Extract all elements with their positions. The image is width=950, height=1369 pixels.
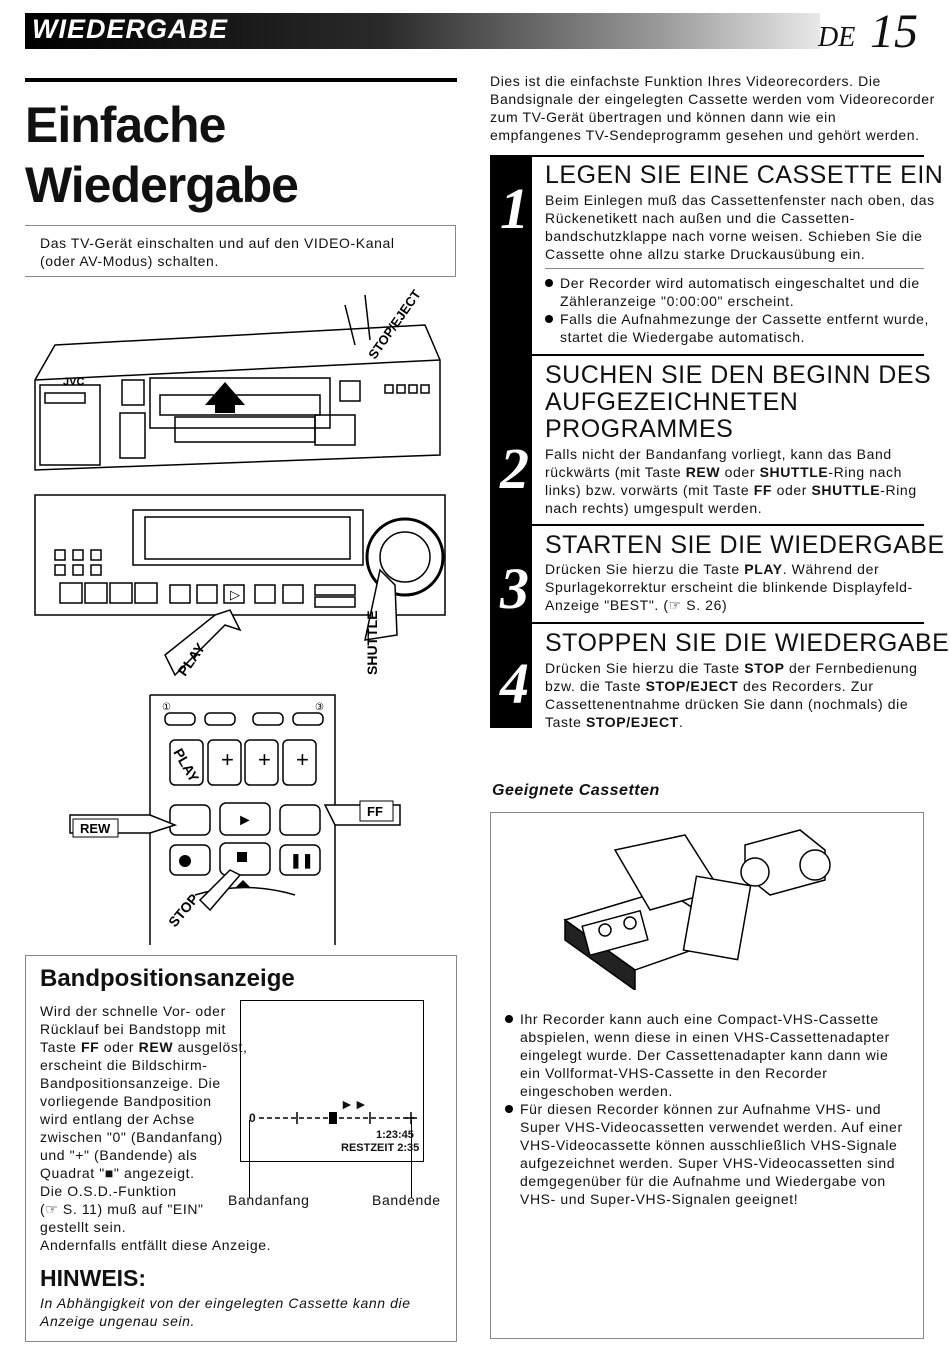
note-box: Das TV-Gerät einschalten und auf den VID… [25,225,456,277]
step1-body: Beim Einlegen muß das Cassettenfenster n… [545,192,935,262]
step-number-1: 1 [500,176,529,241]
play-symbol-icon: ▷ [230,587,240,602]
record-dot-icon [179,855,191,867]
cassettes-bullets: Ihr Recorder kann auch eine Compact-VHS-… [505,1010,903,1208]
vcr-front-panel [34,294,441,471]
svg-text:❚❚: ❚❚ [290,852,313,869]
label-rew: REW [80,821,111,836]
language-code: DE [818,22,856,53]
step4-heading: STOPPEN SIE DIE WIEDERGABE [545,629,950,657]
step3-body: Drücken Sie hierzu die Taste PLAY. Währe… [545,561,913,613]
tape-position-axis [259,1112,417,1124]
band-position-box [25,955,457,1342]
label-stop: STOP [165,891,202,930]
label-bandende: Bandende [372,1192,441,1208]
cassettes-box [490,812,924,1339]
hand-play-icon [164,609,242,677]
step-number-3: 3 [500,556,529,621]
label-ff: FF [367,804,383,819]
insert-arrow-icon [205,382,245,405]
svg-text:③: ③ [315,702,324,713]
intro-text: Dies ist die einfachste Funktion Ihres V… [490,73,935,143]
remote-control [149,694,336,945]
title-rule [25,78,457,82]
page-number: 15 [870,5,918,58]
step3-heading: STARTEN SIE DIE WIEDERGABE [545,531,945,559]
label-bandanfang: Bandanfang [228,1192,310,1208]
step-number-4: 4 [500,651,529,716]
cassette-bullet-svhs: Für diesen Recorder können zur Aufnahme … [505,1100,903,1208]
tape-position-marker [329,1112,337,1124]
osd-screen [240,1000,424,1162]
svg-text:+: + [258,747,271,772]
section-title: WIEDERGABE [32,14,229,44]
step-number-column [490,155,532,728]
page-title: Einfache Wiedergabe [25,97,299,213]
cassette-adapter-illustration [563,829,831,990]
vcr-illustration: JVC STOP/EJECT ▷ PLAY SHUTTLE [34,287,446,945]
brand-logo: JVC [63,376,84,388]
band-text: Wird der schnelle Vor- oder Rücklauf bei… [40,1003,272,1253]
label-shuttle: SHUTTLE [364,610,380,675]
osd-time: 1:23:45 [376,1129,414,1141]
step1-heading: LEGEN SIE EINE CASSETTE EIN [545,161,944,189]
osd-remaining: RESTZEIT 2:35 [341,1142,420,1154]
band-heading: Bandpositionsanzeige [40,965,295,992]
hinweis-text: In Abhängigkeit von der eingelegten Cass… [40,1295,411,1329]
hinweis-title: HINWEIS: [40,1265,147,1291]
header-bar [25,13,820,49]
step-number-2: 2 [500,436,529,501]
remote-stop-icon [237,852,247,862]
hand-stop-icon [198,869,242,912]
step1-bullets: Der Recorder wird automatisch eingeschal… [545,274,929,346]
step4-body: Drücken Sie hierzu die Taste STOP der Fe… [545,660,918,730]
svg-text:+: + [221,747,234,772]
svg-text:+: + [296,747,309,772]
remote-play-icon: ► [237,812,253,829]
hand-shuttle-icon [364,568,398,641]
step2-body: Falls nicht der Bandanfang vorliegt, kan… [545,446,917,516]
cassette-bullet-compact: Ihr Recorder kann auch eine Compact-VHS-… [505,1010,903,1100]
cassettes-heading: Geeignete Cassetten [492,782,660,799]
svg-text:①: ① [162,702,171,713]
axis-zero: 0 [249,1111,256,1125]
ff-symbol: ►► [340,1096,368,1112]
